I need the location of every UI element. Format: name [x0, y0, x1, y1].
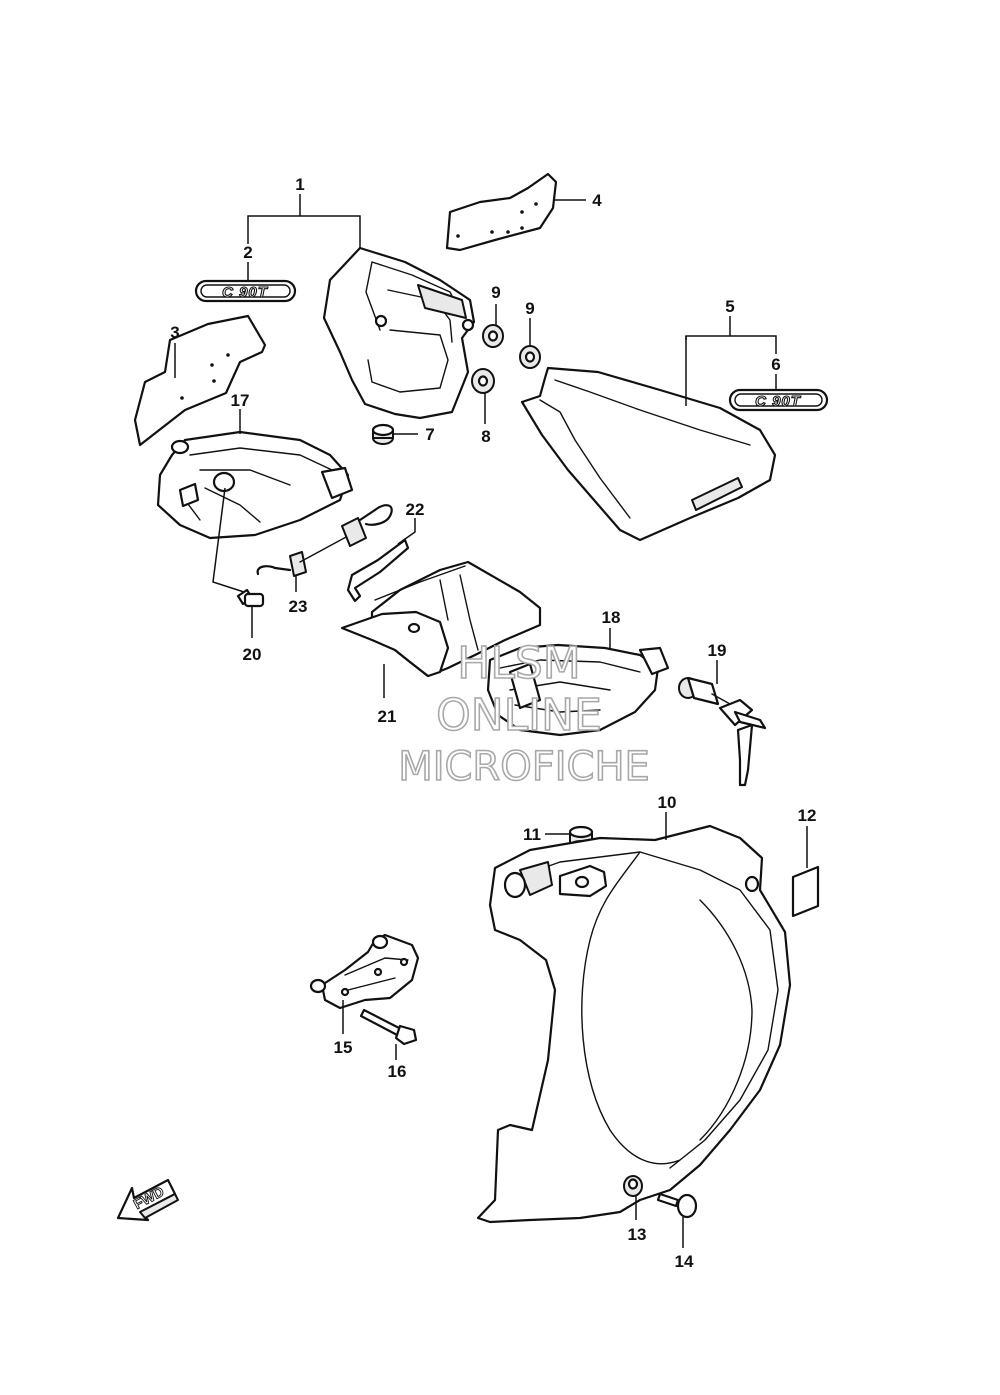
part-bracket-15	[309, 933, 420, 1010]
part-grommet-7	[371, 423, 395, 445]
watermark-line-3: MICROFICHE	[398, 744, 650, 790]
callout-9a: 9	[491, 283, 500, 302]
part-left-sticker	[133, 314, 267, 447]
callout-20: 20	[243, 645, 262, 664]
fwd-arrow: FWD	[116, 1178, 179, 1222]
callout-5: 5	[725, 297, 734, 316]
callout-9b: 9	[525, 299, 534, 318]
part-tool-22	[346, 538, 410, 603]
part-screw-20	[236, 588, 265, 608]
right-emblem-text: C 90T	[755, 393, 802, 410]
left-emblem-text: C 90T	[222, 284, 269, 301]
part-right-handlebar-cover	[520, 366, 777, 542]
callout-numbers: 1 2 3 4 5 6 7 8 9 9 10 11 12 13 14 15 16…	[170, 175, 816, 1271]
callout-18: 18	[602, 608, 621, 627]
callout-19: 19	[708, 641, 727, 660]
callout-15: 15	[334, 1038, 353, 1057]
watermark: HLSM ONLINE MICROFICHE	[397, 637, 650, 791]
part-washer-9b	[519, 345, 541, 369]
watermark-line-1: HLSM	[457, 638, 581, 689]
part-washer-8	[471, 368, 495, 394]
callout-2: 2	[243, 243, 252, 262]
callout-14: 14	[675, 1252, 694, 1271]
callout-12: 12	[798, 806, 817, 825]
part-ignition-key	[678, 676, 767, 787]
leader-lines	[174, 194, 808, 1248]
part-right-sticker	[445, 172, 558, 252]
callout-13: 13	[628, 1225, 647, 1244]
part-left-handlebar-cover	[322, 246, 476, 420]
callout-6: 6	[771, 355, 780, 374]
watermark-line-2: ONLINE	[436, 690, 602, 741]
callout-1: 1	[295, 175, 304, 194]
part-right-emblem: C 90T	[728, 388, 829, 412]
callout-8: 8	[481, 427, 490, 446]
part-tool-bag	[340, 560, 542, 678]
part-lanyard-cord	[256, 504, 393, 577]
callout-21: 21	[378, 707, 397, 726]
part-right-switch-housing	[486, 643, 670, 737]
part-grommet-13	[623, 1175, 643, 1197]
callout-10: 10	[658, 793, 677, 812]
part-washer-9a	[482, 324, 504, 348]
callout-22: 22	[406, 500, 425, 519]
callout-3: 3	[170, 323, 179, 342]
part-bolt-16	[359, 1008, 418, 1046]
part-screw-14	[656, 1192, 698, 1219]
part-label-12	[791, 865, 820, 918]
callout-16: 16	[388, 1062, 407, 1081]
part-left-emblem: C 90T	[194, 279, 297, 303]
callout-11: 11	[523, 825, 541, 844]
callout-7: 7	[425, 425, 434, 444]
part-left-switch-housing	[156, 430, 354, 540]
callout-23: 23	[289, 597, 308, 616]
callout-4: 4	[592, 191, 602, 210]
part-main-side-cover	[476, 824, 792, 1224]
callout-17: 17	[231, 391, 250, 410]
